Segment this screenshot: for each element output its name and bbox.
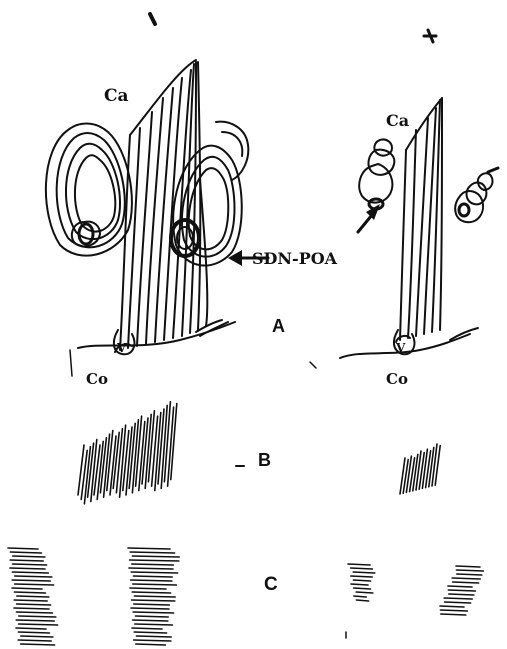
left-sdn-poa-outer-nucleus: [46, 124, 132, 256]
label-sdn-poa: SDN-POA: [252, 249, 338, 268]
left-column-striations: [115, 60, 207, 352]
right-sdn-poa-lateral-nucleus: [359, 139, 394, 209]
label-ca-left: Ca: [104, 86, 129, 106]
label-ventricle-left: V: [116, 341, 127, 355]
panel-label-c: C: [264, 574, 278, 595]
panel-c-far-left-hatching: [8, 548, 58, 645]
right-column-striations: [396, 98, 442, 342]
right-sdn-poa-medial-nucleus: [455, 168, 498, 222]
panel-c-right-hatching: [440, 566, 483, 615]
panel-c-center-left-hatching: [128, 548, 179, 645]
right-pointer-arrow: [358, 204, 380, 232]
panel-b-right-hatching: [400, 444, 440, 494]
label-ca-right: Ca: [386, 111, 409, 130]
speck: [310, 362, 316, 368]
panel-b-left-hatching: [78, 402, 177, 504]
right-brain-section: [310, 30, 498, 368]
left-brain-section: [46, 14, 248, 376]
panel-c-center-right-hatching: [348, 564, 375, 601]
left-orientation-mark: [150, 14, 155, 24]
left-ventricle: [70, 320, 235, 376]
label-ventricle-right: V: [395, 341, 406, 355]
right-orientation-mark: [424, 30, 436, 42]
panel-label-b: B: [258, 450, 271, 470]
panel-label-a: A: [272, 316, 285, 336]
label-co-left: Co: [86, 370, 108, 388]
label-co-right: Co: [386, 370, 408, 388]
